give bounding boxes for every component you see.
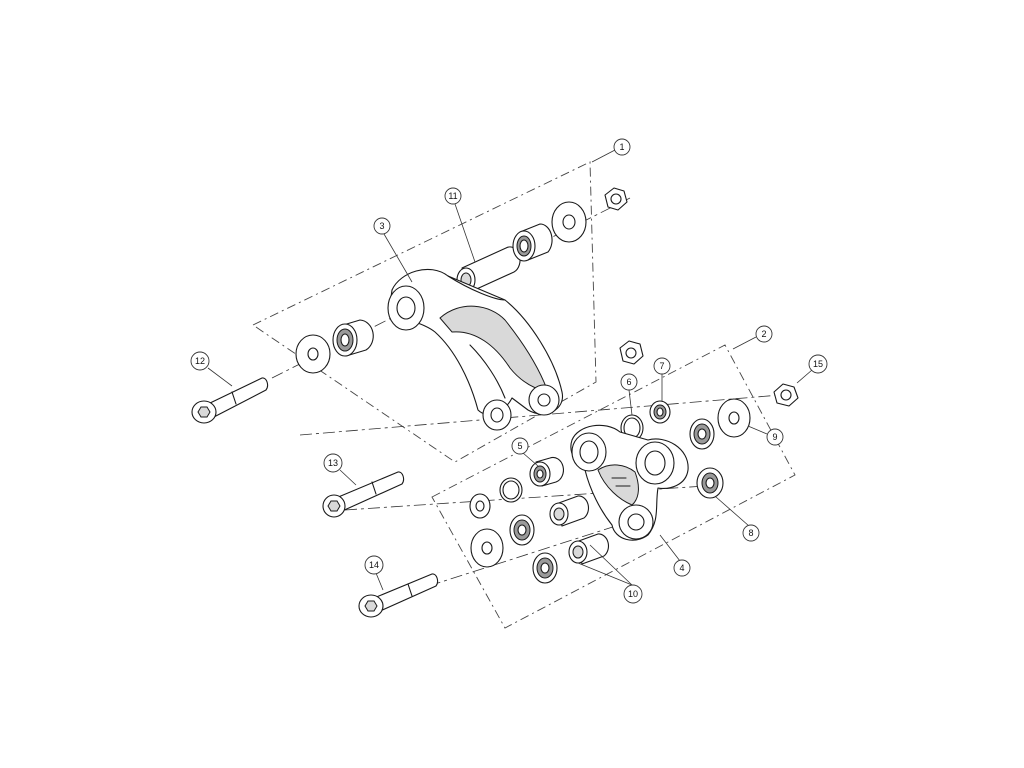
svg-text:1: 1 xyxy=(619,142,624,152)
callout-13: 13 xyxy=(323,453,343,473)
part-8-bearing xyxy=(696,467,724,499)
callout-3: 3 xyxy=(373,217,391,235)
assembly-1-boundary xyxy=(252,161,597,463)
part-4-link-body xyxy=(570,424,689,541)
callout-2: 2 xyxy=(755,325,773,343)
lower-left-bearing xyxy=(532,552,558,584)
callout-12: 12 xyxy=(190,351,210,371)
svg-text:3: 3 xyxy=(379,221,384,231)
part-5-bushing xyxy=(529,456,564,487)
callout-6: 6 xyxy=(620,373,638,391)
callout-4: 4 xyxy=(673,559,691,577)
part-3-rocker-arm xyxy=(387,268,563,431)
middle-o-ring xyxy=(499,477,523,503)
middle-left-bearing xyxy=(509,514,535,546)
callout-11: 11 xyxy=(444,187,462,205)
part-10-sleeve-lower xyxy=(568,533,610,565)
part-7-bushing xyxy=(649,400,671,424)
svg-text:7: 7 xyxy=(659,361,664,371)
middle-nut xyxy=(619,340,644,365)
upper-nut xyxy=(604,187,628,211)
callout-7: 7 xyxy=(653,357,671,375)
callout-10: 10 xyxy=(623,584,643,604)
callout-9: 9 xyxy=(766,428,784,446)
left-bearing xyxy=(332,319,374,357)
svg-text:10: 10 xyxy=(628,589,638,599)
svg-text:2: 2 xyxy=(761,329,766,339)
assembly-2-boundary xyxy=(431,344,796,629)
callout-15: 15 xyxy=(808,354,828,374)
svg-text:12: 12 xyxy=(195,356,205,366)
callout-5: 5 xyxy=(511,437,529,455)
lower-washer xyxy=(470,528,504,568)
svg-text:14: 14 xyxy=(369,560,379,570)
callout-14: 14 xyxy=(364,555,384,575)
callout-8: 8 xyxy=(742,524,760,542)
right-upper-bearing xyxy=(689,418,715,450)
svg-text:11: 11 xyxy=(448,191,457,201)
svg-text:9: 9 xyxy=(772,432,777,442)
left-washer xyxy=(295,334,331,374)
svg-text:13: 13 xyxy=(328,458,338,468)
svg-text:5: 5 xyxy=(517,441,522,451)
svg-text:8: 8 xyxy=(748,528,753,538)
axis-line-c xyxy=(344,484,721,511)
part-12-bolt xyxy=(191,377,269,424)
part-13-bolt xyxy=(322,471,405,518)
part-14-bolt xyxy=(358,573,439,618)
middle-small-washer xyxy=(469,493,491,519)
upper-washer xyxy=(551,201,587,243)
part-15-nut xyxy=(773,383,799,407)
part-9-washer xyxy=(717,398,751,438)
svg-text:4: 4 xyxy=(679,563,684,573)
svg-text:15: 15 xyxy=(813,359,823,369)
part-10-sleeve-upper xyxy=(549,495,590,527)
leader-lines xyxy=(207,149,813,591)
svg-text:6: 6 xyxy=(626,377,631,387)
callout-1: 1 xyxy=(613,138,631,156)
upper-bearing xyxy=(512,223,553,262)
